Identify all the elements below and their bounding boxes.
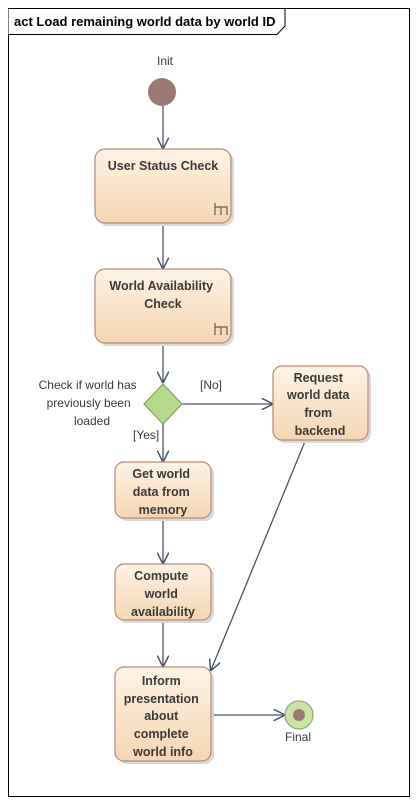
activity-get-world-data-from-memory[interactable]: Get world data from memory bbox=[114, 461, 214, 521]
activity-label: Request world data from backend bbox=[286, 371, 353, 438]
initial-node-label: Init bbox=[157, 54, 174, 68]
activity-request-world-data-from-backend[interactable]: Request world data from backend bbox=[272, 365, 371, 443]
activity-label: Get world data from memory bbox=[132, 467, 193, 517]
decision-node[interactable]: Check if world has previously been loade… bbox=[39, 378, 222, 442]
final-node-label: Final bbox=[285, 730, 311, 744]
activity-user-status-check[interactable]: User Status Check bbox=[94, 148, 234, 226]
activity-world-availability-check[interactable]: World Availability Check bbox=[94, 268, 234, 346]
edge-backend-to-inform bbox=[211, 438, 307, 670]
activity-label: User Status Check bbox=[108, 159, 219, 173]
fork-rake-icon bbox=[214, 323, 228, 335]
activity-inform-presentation[interactable]: Inform presentation about complete world… bbox=[114, 666, 214, 764]
final-node-inner bbox=[293, 709, 305, 721]
activity-compute-world-availability[interactable]: Compute world availability bbox=[114, 563, 214, 623]
activity-label: Compute world availability bbox=[131, 569, 195, 619]
initial-node-circle bbox=[148, 78, 176, 106]
initial-node[interactable]: Init bbox=[148, 54, 176, 106]
fork-rake-icon bbox=[214, 203, 228, 215]
decision-label: Check if world has previously been loade… bbox=[39, 378, 140, 428]
frame-title: act Load remaining world data by world I… bbox=[14, 14, 275, 29]
decision-diamond bbox=[143, 383, 183, 425]
activity-label: World Availability Check bbox=[109, 279, 216, 311]
guard-no-label: [No] bbox=[200, 378, 222, 392]
activity-label: Inform presentation about complete world… bbox=[124, 674, 203, 759]
guard-yes-label: [Yes] bbox=[133, 428, 159, 442]
edges bbox=[163, 106, 307, 715]
final-node[interactable]: Final bbox=[284, 700, 314, 744]
